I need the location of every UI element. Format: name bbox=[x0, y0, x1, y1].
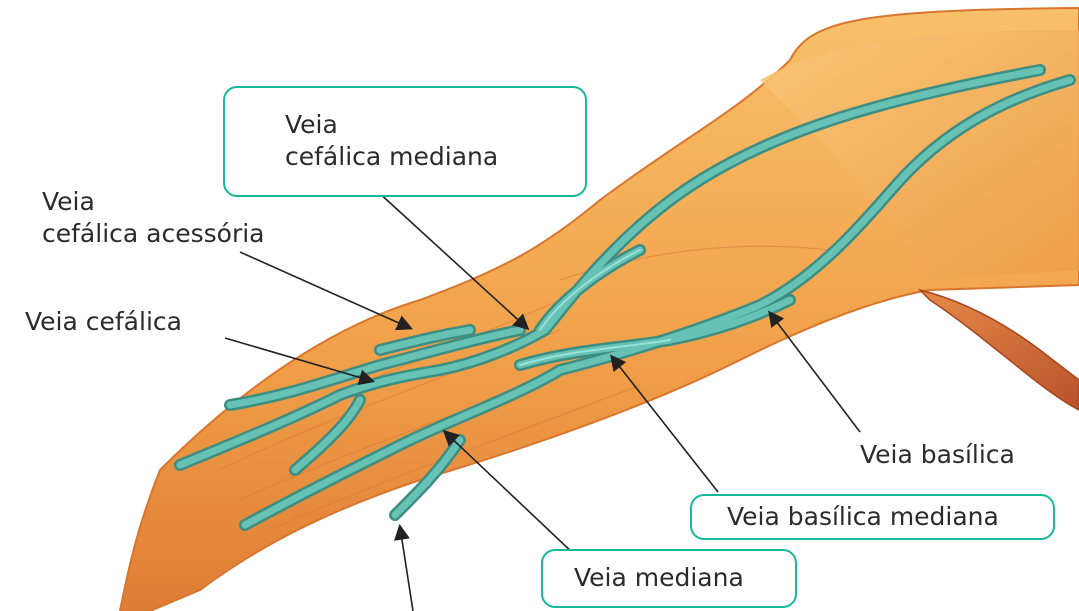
label-cephalic-text: Veia cefálica bbox=[25, 306, 182, 338]
label-cephalic-median-line1: Veia bbox=[285, 109, 498, 141]
label-median: Veia mediana bbox=[574, 562, 744, 594]
label-basilic-median-text: Veia basílica mediana bbox=[727, 501, 999, 533]
label-basilic-text: Veia basílica bbox=[860, 439, 1015, 471]
pointer-basilic bbox=[770, 313, 860, 432]
pointer-bottom bbox=[400, 527, 413, 611]
label-cephalic-median-line2: cefálica mediana bbox=[285, 141, 498, 173]
label-cephalic: Veia cefálica bbox=[25, 306, 182, 338]
label-basilic: Veia basílica bbox=[860, 439, 1015, 471]
elbow-muscle bbox=[920, 290, 1079, 410]
label-cephalic-accessory-line1: Veia bbox=[42, 186, 265, 218]
label-cephalic-accessory-line2: cefálica acessória bbox=[42, 218, 265, 250]
label-cephalic-median: Veia cefálica mediana bbox=[285, 109, 498, 173]
label-basilic-median: Veia basílica mediana bbox=[727, 501, 999, 533]
label-median-text: Veia mediana bbox=[574, 562, 744, 594]
pointer-cephalic-accessory bbox=[240, 252, 410, 328]
label-cephalic-accessory: Veia cefálica acessória bbox=[42, 186, 265, 250]
